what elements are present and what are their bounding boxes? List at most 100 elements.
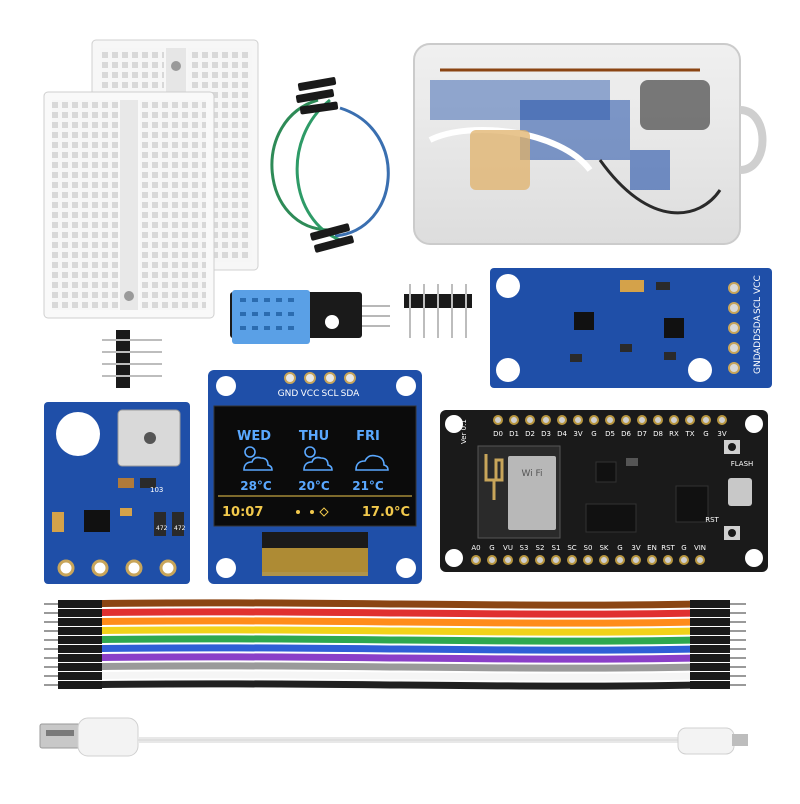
jumper-wire — [63, 608, 701, 618]
oled-temp-wed: 28°C — [240, 479, 272, 493]
oled-pin-scl: SCL — [321, 389, 338, 399]
nodemcu-pin-en: EN — [647, 544, 657, 552]
oled-temp-fri: 21°C — [352, 479, 384, 493]
antenna-trace-icon — [484, 454, 504, 500]
jumper-connector — [690, 654, 730, 662]
nodemcu-pin-d0: D0 — [493, 430, 503, 438]
light-pin-gnd: GND — [753, 353, 763, 374]
oled-day-fri: FRI — [356, 429, 380, 444]
nodemcu-pin-s2: S2 — [536, 544, 545, 552]
jumper-connector — [58, 600, 102, 608]
nodemcu-pin-d5: D5 — [605, 430, 615, 438]
bmp180-res3: 472 — [174, 525, 186, 532]
jumper-connector — [58, 654, 102, 662]
reset-button[interactable] — [724, 526, 740, 540]
nodemcu-pin-d3: D3 — [541, 430, 551, 438]
nodemcu-pin-sk: SK — [599, 544, 608, 552]
rainbow-jumper-ribbon — [63, 599, 701, 690]
jumper-connector — [58, 609, 102, 617]
light-pin-vcc: VCC — [753, 275, 763, 294]
nodemcu-pin-g-d: G — [617, 544, 622, 552]
nodemcu-pin-vin: VIN — [694, 544, 706, 552]
jumper-wire — [63, 662, 701, 672]
nodemcu-pin-sc: SC — [567, 544, 576, 552]
light-pin-add: ADD — [753, 334, 763, 354]
nodemcu-pin-s1: S1 — [552, 544, 561, 552]
nodemcu-pin-3v-a: 3V — [573, 430, 582, 438]
jumper-connector — [58, 627, 102, 635]
storage-box — [413, 43, 767, 245]
jumper-connector — [690, 609, 730, 617]
jumper-connector — [690, 645, 730, 653]
esp8266-wifi-module: Wi Fi — [477, 445, 561, 539]
oled-temperature: 17.0°C — [362, 505, 410, 520]
jumper-connector — [690, 636, 730, 644]
nodemcu-pin-g-a: G — [591, 430, 596, 438]
ribbon-right-connectors — [690, 600, 746, 689]
oled-day-thu: THU — [299, 429, 329, 444]
nodemcu-pin-d6: D6 — [621, 430, 631, 438]
jumper-connector — [690, 618, 730, 626]
nodemcu-pin-rx: RX — [669, 430, 679, 438]
oled-display-module: GND VCC SCL SDA WED THU FRI — [208, 370, 422, 584]
jumper-connector — [690, 600, 730, 608]
nodemcu-pin-d4: D4 — [557, 430, 567, 438]
flash-button[interactable] — [724, 440, 740, 454]
nodemcu-pin-g-e: G — [681, 544, 686, 552]
jumper-connector — [58, 672, 102, 680]
jumper-connector — [690, 663, 730, 671]
nodemcu-top-header — [493, 415, 727, 425]
nodemcu-pin-s3: S3 — [520, 544, 529, 552]
breadboard-front — [43, 91, 215, 319]
wifi-label: Wi Fi — [521, 469, 542, 479]
jumper-wire — [63, 653, 701, 663]
header-pins-5 — [404, 284, 472, 338]
jumper-wire — [63, 617, 701, 627]
oled-temp-thu: 20°C — [298, 479, 330, 493]
dht11-sensor-module — [230, 290, 390, 344]
jumper-connector — [58, 618, 102, 626]
oled-page-dots — [296, 507, 329, 517]
jumper-wire — [63, 599, 701, 609]
nodemcu-pin-d8: D8 — [653, 430, 663, 438]
ribbon-left-connectors — [44, 600, 102, 689]
usb-cable — [39, 717, 748, 757]
nodemcu-pin-d2: D2 — [525, 430, 535, 438]
bmp180-res1: 103 — [150, 486, 163, 494]
nodemcu-pin-a0: A0 — [471, 544, 480, 552]
header-pins-4 — [102, 330, 162, 388]
bmp180-module: BMP180 103 472 472 — [27, 402, 190, 584]
jumper-wire — [63, 635, 701, 645]
sun-cloud-icon — [303, 446, 333, 471]
nodemcu-esp8266-board: Ver 0.1 D0 D1 D2 D3 D4 3V G D5 D6 D7 D8 … — [440, 410, 768, 572]
nodemcu-pin-rst: RST — [661, 544, 675, 552]
nodemcu-pin-s0: S0 — [584, 544, 593, 552]
bmp180-label: BMP180 — [27, 462, 45, 523]
jumper-connector — [58, 636, 102, 644]
nodemcu-bottom-header — [471, 555, 705, 565]
nodemcu-pin-d7: D7 — [637, 430, 647, 438]
bmp180-res2: 472 — [156, 525, 168, 532]
jumper-connector — [690, 627, 730, 635]
oled-pin-sda: SDA — [341, 389, 360, 399]
jumper-connector — [58, 681, 102, 689]
nodemcu-pin-3v-c: 3V — [631, 544, 640, 552]
nodemcu-pin-d1: D1 — [509, 430, 519, 438]
cloud-icon — [355, 454, 389, 471]
jumper-connector — [690, 681, 730, 689]
sun-cloud-icon — [243, 446, 273, 471]
jumper-wire — [63, 680, 701, 690]
oled-time: 10:07 — [222, 505, 263, 520]
oled-screen: WED THU FRI 28°C 20°C 21°C 10:07 — [218, 429, 412, 520]
nodemcu-pin-g-c: G — [489, 544, 494, 552]
light-pin-sda: SDA — [753, 315, 763, 334]
jumper-wire-loop — [270, 77, 390, 253]
light-pin-scl: SCL — [753, 297, 763, 314]
jumper-wire — [63, 644, 701, 654]
jumper-connector — [58, 645, 102, 653]
jumper-connector — [690, 672, 730, 680]
jumper-connector — [58, 663, 102, 671]
flash-label: FLASH — [731, 460, 754, 468]
light-sensor-module: VCC SCL SDA ADD GND — [490, 268, 772, 388]
